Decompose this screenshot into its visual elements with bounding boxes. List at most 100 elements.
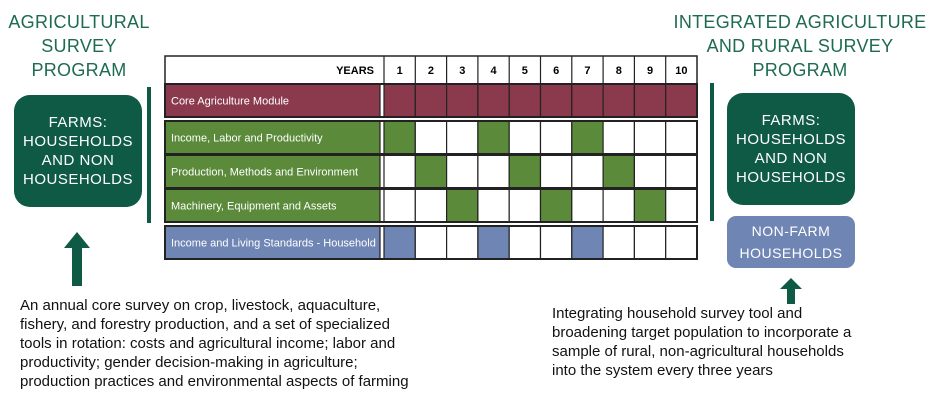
nonfarm-box-line: NON-FARM [751,223,831,239]
schedule-cell-empty [539,154,573,189]
year-header-cell: 6 [553,65,559,77]
year-header-cell: 9 [647,65,653,77]
schedule-cell-empty [508,120,542,155]
schedule-cell-empty [414,225,448,260]
left-farms-box: FARMS: HOUSEHOLDS AND NON HOUSEHOLDS [14,95,142,207]
left-title-line: PROGRAM [31,60,127,80]
right-program-title: INTEGRATED AGRICULTURE AND RURAL SURVEY … [672,10,928,82]
schedule-cell-empty [633,154,667,189]
year-header-cell: 7 [584,65,590,77]
year-header-cell: 2 [428,65,434,77]
module-label: Income and Living Standards - Household [171,238,376,250]
schedule-cell-active [508,83,542,118]
schedule-cell-empty [446,225,479,260]
farms-box-line: HOUSEHOLDS [735,169,847,186]
schedule-cell-empty [477,154,510,189]
year-header-cell: 4 [490,65,497,77]
schedule-cell-active [446,188,479,223]
schedule-cell-empty [414,188,448,223]
farms-box-line: FARMS: [48,114,108,131]
right-divider-bar [710,83,714,221]
schedule-cell-empty [383,188,416,223]
schedule-cell-empty [665,154,698,189]
right-title-line: INTEGRATED AGRICULTURE [673,12,927,32]
schedule-cell-empty [633,225,667,260]
left-caption-line: production practices and environmental a… [20,373,409,390]
module-label-cell [164,120,381,155]
schedule-cell-active [571,225,604,260]
module-label: Income, Labor and Productivity [171,133,323,145]
left-caption-line: tools in rotation: costs and agricultura… [20,335,396,352]
module-label: Core Agriculture Module [171,96,289,108]
right-caption-line: Integrating household survey tool and [552,305,803,322]
farms-box-line: FARMS: [761,112,821,129]
farms-box-line: HOUSEHOLDS [735,131,847,148]
schedule-cell-empty [477,188,510,223]
schedule-cell-empty [665,120,698,155]
years-header-row [164,55,698,85]
schedule-cell-empty [633,120,667,155]
schedule-cell-active [446,83,479,118]
years-header-label: YEARS [336,65,374,77]
schedule-cell-empty [665,225,698,260]
schedule-cell-empty [539,120,573,155]
farms-box-line: AND NON [754,150,828,167]
schedule-cell-empty [571,154,604,189]
schedule-cell-active [383,83,416,118]
year-header-cell: 3 [459,65,465,77]
schedule-cell-active [414,83,448,118]
schedule-cell-active [477,120,510,155]
left-title-line: AGRICULTURAL [8,12,150,32]
schedule-cell-active [602,83,635,118]
year-header-cell: 1 [397,65,403,77]
schedule-cell-empty [508,188,542,223]
schedule-cell-empty [571,188,604,223]
schedule-cell-active [539,83,573,118]
right-caption-line: into the system every three years [552,362,773,379]
module-label-cell [164,188,381,223]
schedule-cell-empty [539,225,573,260]
year-header-cell: 8 [616,65,622,77]
left-caption: An annual core survey on crop, livestock… [20,296,450,391]
schedule-cell-empty [665,188,698,223]
right-title-line: PROGRAM [752,60,848,80]
schedule-cell-empty [602,225,635,260]
schedule-cell-empty [383,154,416,189]
schedule-cell-active [508,154,542,189]
module-label-cell [164,83,381,118]
right-title-line: AND RURAL SURVEY [706,36,894,56]
left-title-line: SURVEY [41,36,117,56]
right-caption: Integrating household survey tool and br… [552,304,922,380]
farms-box-line: AND NON [41,152,115,169]
schedule-cell-active [633,83,667,118]
schedule-cell-active [633,188,667,223]
schedule-cell-empty [602,188,635,223]
schedule-cell-active [477,225,510,260]
schedule-cell-empty [446,154,479,189]
right-caption-line: broadening target population to incorpor… [552,324,852,341]
right-farms-box: FARMS: HOUSEHOLDS AND NON HOUSEHOLDS [727,93,855,205]
module-row-border [164,225,698,260]
schedule-cell-active [477,83,510,118]
left-divider-bar [147,87,151,223]
schedule-cell-active [571,120,604,155]
right-up-arrow-icon [780,278,802,304]
left-up-arrow-icon [64,232,90,286]
schedule-cell-active [539,188,573,223]
schedule-cell-active [602,154,635,189]
year-header-cell: 5 [522,65,528,77]
nonfarm-households-box: NON-FARM HOUSEHOLDS [727,216,855,268]
schedule-cell-empty [602,120,635,155]
nonfarm-box-line: HOUSEHOLDS [739,245,843,261]
right-caption-line: sample of rural, non-agricultural househ… [552,343,844,360]
left-caption-line: productivity; gender decision-making in … [20,354,358,371]
module-row-border [164,188,698,223]
schedule-cell-empty [446,120,479,155]
schedule-cell-active [383,120,416,155]
left-caption-line: An annual core survey on crop, livestock… [20,297,381,314]
module-label: Production, Methods and Environment [171,167,358,179]
left-program-title: AGRICULTURAL SURVEY PROGRAM [4,10,154,82]
schedule-cell-empty [508,225,542,260]
module-label-cell [164,225,381,260]
